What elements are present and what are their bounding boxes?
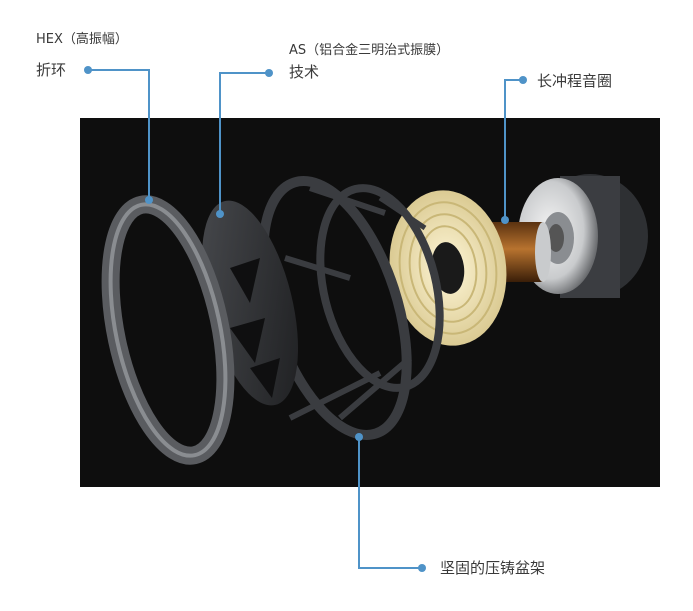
diaphragm-leader-dot-part xyxy=(216,210,224,218)
surround-leader-line xyxy=(88,69,150,200)
diaphragm-leader-line xyxy=(219,72,269,214)
surround-label-line1: HEX（高振幅） xyxy=(36,32,128,47)
basket-label: 坚固的压铸盆架 xyxy=(440,559,546,577)
diaphragm-leader-dot-label xyxy=(265,69,273,77)
surround-ring xyxy=(101,195,235,465)
surround-label-line2: 折环 xyxy=(36,61,67,79)
voice-coil-leader-dot-label xyxy=(519,76,527,84)
basket-leader-dot-label xyxy=(418,564,426,572)
voice-coil-label: 长冲程音圈 xyxy=(537,72,613,90)
diaphragm-label-line1: AS（铝合金三明治式振膜） xyxy=(289,43,450,58)
diaphragm-label-line2: 技术 xyxy=(289,63,320,81)
voice-coil-leader-dot-part xyxy=(501,216,509,224)
speaker-exploded-view xyxy=(80,118,660,487)
voice-coil-leader-line xyxy=(504,79,523,220)
basket-leader-dot-part xyxy=(355,433,363,441)
surround-leader-dot-label xyxy=(84,66,92,74)
basket-leader-line xyxy=(358,437,422,569)
surround-leader-dot-part xyxy=(145,196,153,204)
